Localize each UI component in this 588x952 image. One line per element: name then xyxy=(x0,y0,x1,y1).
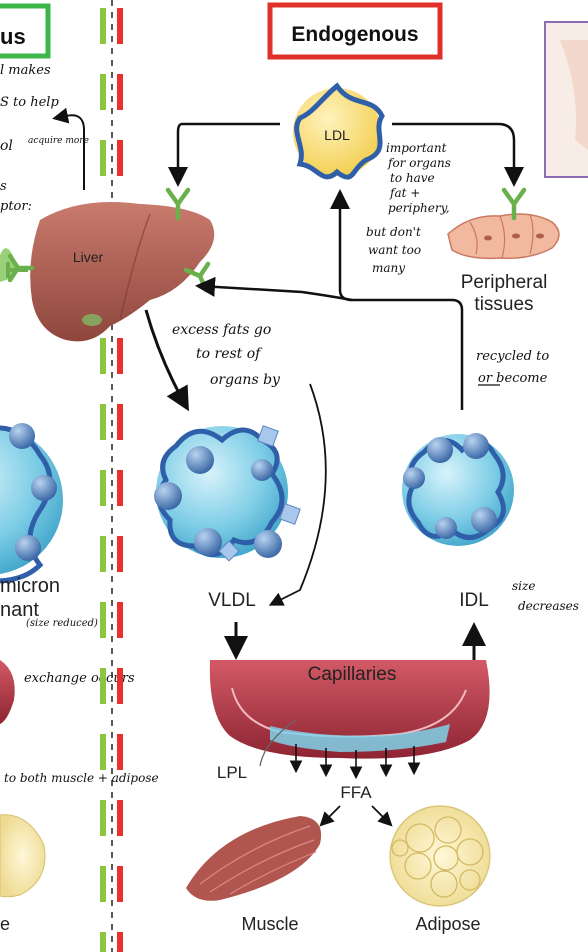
ffa-label: FFA xyxy=(340,783,372,802)
green-dash xyxy=(100,602,106,638)
note-left-7: exchange occurs xyxy=(24,671,135,686)
green-dash xyxy=(100,470,106,506)
red-dash xyxy=(117,338,123,374)
liver xyxy=(30,202,215,342)
green-dash xyxy=(100,338,106,374)
vldl-note-line: excess fats go xyxy=(172,322,271,338)
green-dash xyxy=(100,74,106,110)
endogenous-title: Endogenous xyxy=(291,23,418,46)
ldl-to-liver-arrow xyxy=(168,122,280,187)
ldl-note-line: important xyxy=(386,141,447,155)
ldl-note-line: but don't xyxy=(366,225,421,239)
exogenous-title-fragment: us xyxy=(0,24,26,49)
idl-particle xyxy=(402,433,514,546)
idl-note-1: size xyxy=(512,579,535,593)
red-dash xyxy=(117,668,123,704)
red-dashes xyxy=(117,8,123,952)
left-return-arrow xyxy=(52,107,85,190)
lpl-pointer xyxy=(259,719,297,767)
red-dash xyxy=(117,74,123,110)
endogenous-title-box xyxy=(267,2,443,60)
green-dash xyxy=(100,668,106,704)
ffa-to-adipose-arrow xyxy=(371,805,393,827)
ldl-note-line: many xyxy=(372,261,405,275)
ldl-note-line: fat + xyxy=(389,186,420,200)
ldl-note-line: to have xyxy=(390,171,435,185)
muscle-label: Muscle xyxy=(241,914,298,934)
idl-label: IDL xyxy=(459,590,489,611)
ffa-arrows xyxy=(289,744,421,780)
lpl-label: LPL xyxy=(217,763,247,782)
ldl-to-peripheral-arrow xyxy=(392,122,524,187)
ldl-note-line: want too xyxy=(368,243,421,257)
vldl-note-line: organs by xyxy=(210,372,281,388)
ldl-note: important for organs to have fat + perip… xyxy=(366,141,451,275)
note-left-3b: acquire more xyxy=(28,136,89,146)
vldl-note-line: to rest of xyxy=(196,346,263,362)
peripheral-label-2: tissues xyxy=(474,294,533,315)
green-dash xyxy=(100,866,106,902)
vldl-label: VLDL xyxy=(208,590,256,611)
idl-note-2: decreases xyxy=(518,599,579,613)
note-left-4: s xyxy=(0,179,7,194)
red-dash xyxy=(117,404,123,440)
note-left-3: ol xyxy=(0,138,13,154)
adipose-label: Adipose xyxy=(415,914,480,934)
vldl-particle xyxy=(154,425,301,562)
left-adipose xyxy=(0,814,46,898)
liver-receptor-top xyxy=(165,187,191,221)
green-dash xyxy=(100,536,106,572)
green-dashes xyxy=(100,8,106,952)
chylomicron-remnant-particle xyxy=(0,423,63,584)
green-dash xyxy=(100,8,106,44)
green-dash xyxy=(100,734,106,770)
exogenous-title-box xyxy=(0,3,51,59)
muscle-tissue xyxy=(186,816,322,901)
red-dash xyxy=(117,734,123,770)
vldl-note-arrow xyxy=(268,383,327,606)
adipose-tissue xyxy=(389,805,491,907)
note-left-1: l makes xyxy=(0,63,51,78)
chylomicron-label-2: nant xyxy=(0,599,39,621)
left-panel: us l makes S to help ol acquire more s p… xyxy=(0,3,159,934)
idl-to-liver-arrow xyxy=(195,276,353,302)
red-dash xyxy=(117,470,123,506)
red-dash xyxy=(117,140,123,176)
red-dash xyxy=(117,536,123,572)
ldl-particle xyxy=(293,82,385,180)
idl-to-ldl-arrow xyxy=(330,189,464,410)
peripheral-receptor xyxy=(501,187,527,221)
note-left-8: to both muscle + adipose xyxy=(4,771,159,785)
thumbnail-shape xyxy=(560,40,588,150)
capillaries-label: Capillaries xyxy=(308,664,397,685)
ffa-to-muscle-arrow xyxy=(319,805,341,827)
ldl-label: LDL xyxy=(324,127,350,143)
green-dash xyxy=(100,404,106,440)
note-left-6: (size reduced) xyxy=(26,618,98,629)
green-dash xyxy=(100,140,106,176)
left-capillary xyxy=(0,660,15,724)
peripheral-label-1: Peripheral xyxy=(461,272,548,293)
green-dash xyxy=(100,932,106,952)
red-dash xyxy=(117,8,123,44)
liver-receptor-left xyxy=(7,253,35,283)
liver-label: Liver xyxy=(73,249,104,265)
recycle-note-1: recycled to xyxy=(476,349,549,364)
chylomicron-label-1: micron xyxy=(0,575,60,597)
red-dash xyxy=(117,602,123,638)
ldl-note-line: periphery, xyxy=(388,201,450,215)
liver-to-vldl-arrow xyxy=(144,309,189,412)
red-dash xyxy=(117,866,123,902)
left-bottom-label: e xyxy=(0,914,10,934)
peripheral-tissues xyxy=(447,213,560,260)
capillary xyxy=(209,660,490,759)
recycle-note-2: or become xyxy=(478,371,548,386)
note-left-2: S to help xyxy=(0,95,59,110)
red-dash xyxy=(117,932,123,952)
note-left-5: ptor: xyxy=(0,199,32,214)
green-dash xyxy=(100,800,106,836)
ldl-note-line: for organs xyxy=(387,156,451,170)
red-dash xyxy=(117,800,123,836)
